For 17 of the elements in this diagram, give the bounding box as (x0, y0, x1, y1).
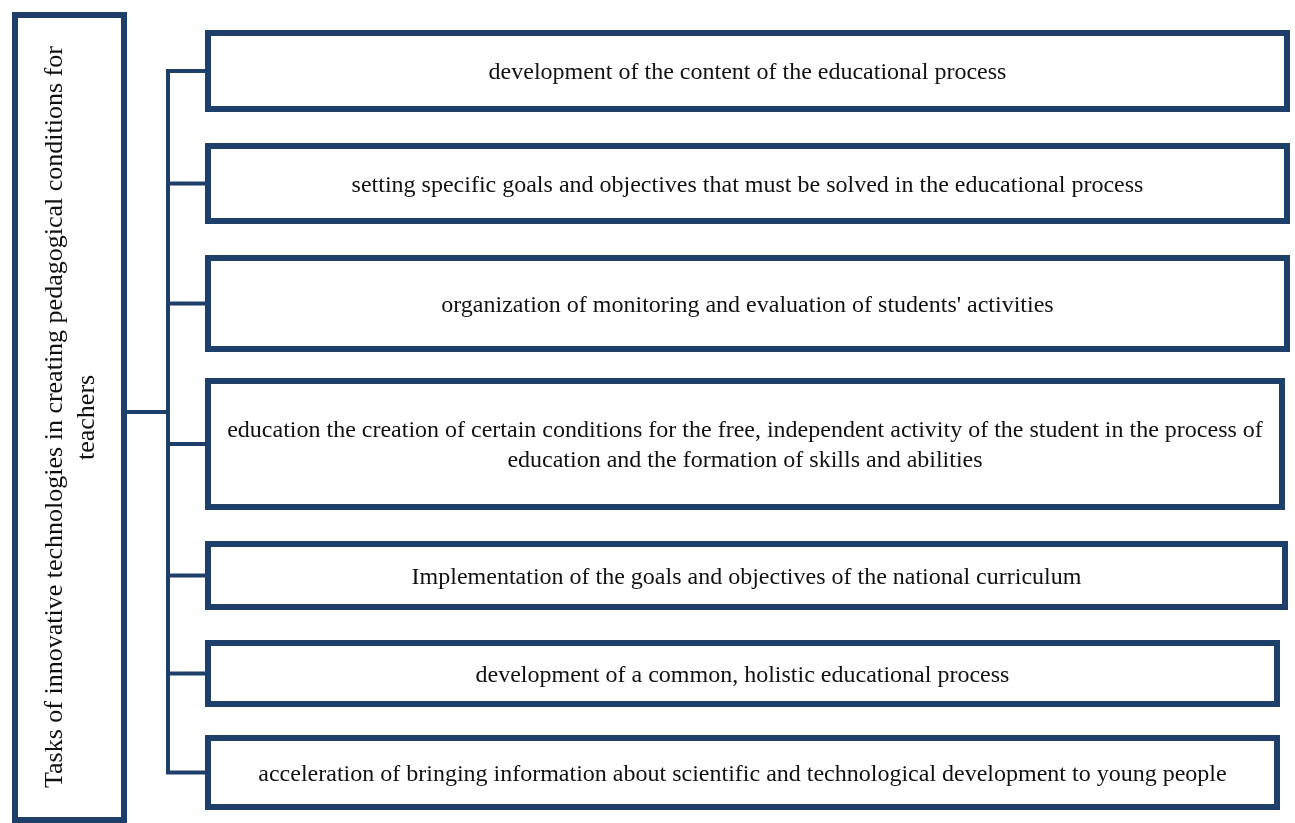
task-text: setting specific goals and objectives that must be solved in the educational process (350, 169, 1145, 199)
task-box (205, 541, 1288, 610)
task-text: education the creation of certain conditions for the free, independent activity of the student in the process of education and the formation of skills and abilities (226, 415, 1264, 474)
heading-box (12, 12, 127, 823)
task-box (205, 30, 1290, 112)
task-text: Implementation of the goals and objectives of the national curriculum (410, 561, 1083, 591)
task-text: acceleration of bringing information about scientific and technological development to young people (257, 758, 1228, 788)
task-text: development of a common, holistic educational process (474, 659, 1011, 689)
heading-text: Tasks of innovative technologies in creating pedagogical conditions for teachers (37, 45, 101, 791)
task-box (205, 255, 1290, 352)
task-box (205, 143, 1290, 224)
task-text: development of the content of the educational process (487, 57, 1008, 86)
connector-line (127, 410, 205, 775)
task-text: organization of monitoring and evaluation of students' activities (440, 289, 1055, 319)
task-box (205, 735, 1280, 810)
task-box (205, 640, 1280, 707)
task-box (205, 378, 1285, 510)
